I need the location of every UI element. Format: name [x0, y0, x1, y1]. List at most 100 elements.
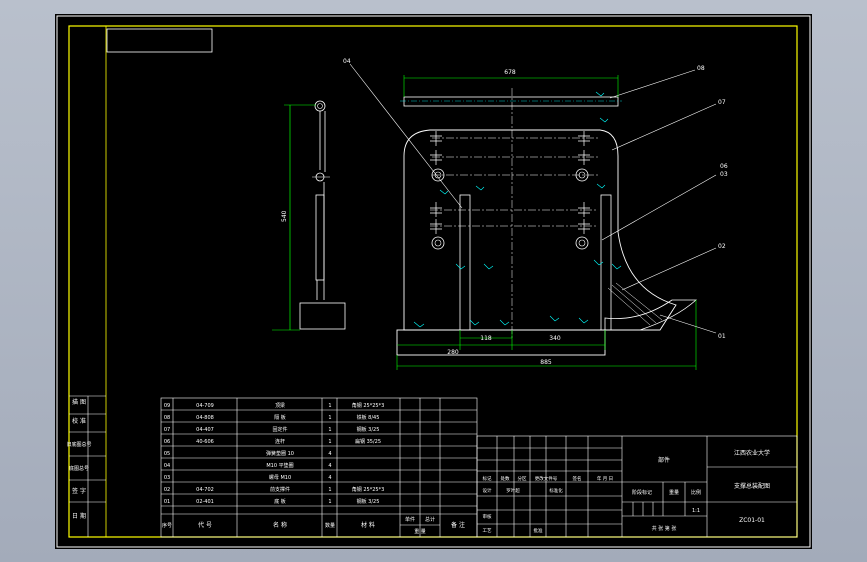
tb-signature: 签名	[573, 475, 582, 482]
parts-row-qty: 1	[328, 487, 331, 493]
parts-row-code: 04-808	[196, 415, 214, 421]
title-stage-label: 阶段标记	[632, 489, 652, 496]
header-name: 名 称	[273, 521, 287, 529]
header-unit-weight: 单件	[405, 516, 415, 523]
parts-row-no: 07	[164, 427, 170, 433]
parts-row-name: 底 板	[274, 498, 286, 505]
dim-base-total: 885	[540, 359, 552, 366]
title-drawing-name: 支撑总装配图	[734, 482, 770, 490]
side-label-old-base-no: 旧底图总号	[66, 441, 91, 448]
tb-process: 工艺	[483, 528, 492, 534]
parts-row-name: 螺母 M10	[269, 474, 291, 481]
tb-designer: 罗叶超	[506, 487, 520, 494]
parts-row-no: 02	[164, 487, 170, 493]
parts-row-code: 04-702	[196, 487, 214, 493]
front-view: 678 280 118 340 885	[396, 69, 698, 370]
parts-row-code: 04-407	[196, 427, 214, 433]
parts-row-material: 角钢 25*25*3	[352, 402, 385, 409]
tb-mark: 标记	[483, 475, 492, 482]
tb-zone: 分区	[518, 475, 527, 482]
header-code: 代 号	[198, 521, 212, 529]
side-label-trace: 描 图	[72, 398, 86, 406]
parts-row-name: M10 平垫圈	[266, 462, 293, 469]
side-label-base-no: 底图总号	[69, 465, 89, 472]
front-support	[604, 299, 698, 331]
parts-row-no: 01	[164, 499, 170, 505]
parts-row-material: 钢板 3/25	[357, 426, 380, 433]
title-scale-value: 1:1	[692, 508, 700, 514]
side-view: 540	[272, 100, 346, 331]
parts-row-qty: 4	[328, 463, 331, 469]
side-label-check: 校 准	[72, 417, 86, 425]
parts-row-no: 05	[164, 451, 170, 457]
outer-border	[56, 15, 811, 548]
parts-row-no: 03	[164, 475, 170, 481]
title-block: 部件 江西农业大学 支撑总装配图 ZC01-01 阶段标记 重量 比例 1:1 …	[476, 435, 798, 538]
parts-row-code: 04-709	[196, 403, 214, 409]
parts-list: 09 04-709 顶梁 1 角钢 25*25*3 08 04-808 隔 板 1 铁板 8/45…	[160, 397, 478, 538]
dim-base-left: 280	[447, 349, 459, 356]
tb-change-doc: 更改文件号	[535, 475, 558, 482]
tb-review: 审核	[483, 513, 492, 520]
parts-row-qty: 1	[328, 403, 331, 409]
parts-row-name: 弹簧垫圈 10	[266, 450, 294, 457]
parts-row-code: 02-401	[196, 499, 214, 505]
sheet-background	[55, 14, 812, 549]
header-material: 材 料	[361, 521, 375, 529]
dim-top-width: 678	[504, 69, 516, 76]
dim-height: 540	[281, 210, 288, 222]
callout-06: 06	[720, 163, 728, 170]
parts-row-material: 扁钢 35/25	[355, 438, 381, 445]
left-post	[459, 194, 471, 331]
parts-row-material: 铁板 8/45	[357, 414, 380, 421]
callout-08: 08	[697, 65, 705, 72]
parts-row-no: 04	[164, 463, 170, 469]
tb-date: 年 月 日	[597, 475, 613, 482]
title-part-label: 部件	[658, 456, 670, 464]
title-school: 江西农业大学	[734, 449, 770, 457]
parts-row-qty: 1	[328, 439, 331, 445]
callout-04: 04	[343, 58, 351, 65]
parts-row-no: 08	[164, 415, 170, 421]
leader-lines	[349, 63, 717, 334]
parts-row-qty: 4	[328, 475, 331, 481]
title-weight-label: 重量	[669, 489, 679, 496]
parts-row-qty: 1	[328, 427, 331, 433]
parts-row-qty: 1	[328, 415, 331, 421]
parts-row-name: 前支撑件	[270, 486, 290, 493]
dim-base-mid: 118	[480, 335, 492, 342]
parts-row-no: 09	[164, 403, 170, 409]
tb-count: 处数	[501, 475, 510, 482]
parts-row-no: 06	[164, 439, 170, 445]
header-qty: 数量	[325, 522, 335, 529]
header-no: 序号	[162, 522, 172, 529]
parts-row-name: 隔 板	[274, 414, 286, 421]
dim-base-right: 340	[549, 335, 561, 342]
parts-row-material: 钢板 3/25	[357, 498, 380, 505]
parts-row-qty: 4	[328, 451, 331, 457]
parts-row-material: 角钢 25*25*3	[352, 486, 385, 493]
title-scale-label: 比例	[691, 489, 701, 496]
title-drawing-no: ZC01-01	[739, 517, 765, 524]
side-label-sign: 签 字	[72, 487, 86, 495]
callout-07: 07	[718, 99, 726, 106]
header-weight: 重 量	[414, 528, 426, 535]
callout-02: 02	[718, 243, 726, 250]
side-block: 描 图 校 准 旧底图总号 底图总号 签 字 日 期	[66, 395, 106, 537]
code-box	[106, 28, 213, 53]
side-label-date: 日 期	[72, 512, 86, 520]
parts-row-name: 顶梁	[275, 402, 285, 409]
callout-03: 03	[720, 171, 728, 178]
right-post	[600, 194, 612, 331]
tb-standardization: 标准化	[549, 487, 563, 494]
main-frame	[403, 129, 677, 331]
top-beam	[403, 96, 619, 107]
tb-approve: 批准	[534, 527, 543, 534]
tb-design: 设计	[483, 487, 492, 494]
parts-row-name: 固定件	[272, 426, 287, 433]
parts-row-name: 连杆	[275, 438, 285, 445]
parts-row-qty: 1	[328, 499, 331, 505]
parts-row-code: 40-606	[196, 439, 214, 445]
